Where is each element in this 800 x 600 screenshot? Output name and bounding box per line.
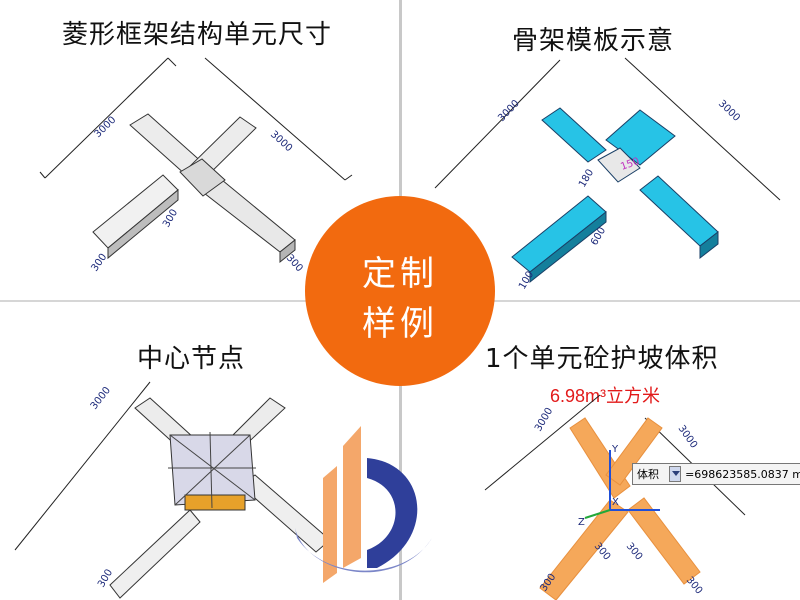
property-field: 体积 [637, 468, 659, 481]
skeleton-dim-3000-left: 3000 [496, 98, 522, 124]
unit-dim-300-right: 300 [684, 575, 705, 597]
skeleton-template-diagram: 3000 3000 600 180 100 150 [434, 57, 781, 292]
title-unit-volume: 1个单元砼护坡体积 [485, 344, 719, 374]
node-dimension-lines [14, 381, 151, 551]
unit-dim-3000-left: 3000 [533, 406, 555, 434]
node-frame [109, 397, 331, 599]
axis-y-label: Y [611, 444, 619, 455]
axis-x-label: X [612, 497, 619, 508]
volume-value: 6.98m³立方米 [550, 386, 661, 406]
property-value: =698623585.0837 m [685, 467, 800, 481]
property-readout: 体积 =698623585.0837 m [632, 463, 800, 485]
custom-sample-badge: 定制 样例 [305, 196, 495, 386]
badge-line-1: 定制 [362, 254, 438, 294]
unit-dim-3000-right: 3000 [676, 423, 700, 450]
frame-dimensions-diagram: 3000 3000 300 300 300 [39, 57, 353, 275]
dimension-lines [39, 57, 353, 181]
slope-cross [539, 417, 701, 600]
unit-volume-diagram: Y X Z 3000 3000 300 300 300 300 [484, 394, 746, 600]
dim-300-right: 300 [284, 253, 305, 275]
skeleton-dim-180: 180 [577, 167, 596, 189]
node-grid [168, 431, 256, 509]
dim-300-left: 300 [89, 252, 109, 274]
title-frame-dimensions: 菱形框架结构单元尺寸 [62, 20, 333, 50]
center-node-diagram: 3000 300 [14, 381, 331, 599]
property-dropdown-icon[interactable] [669, 466, 682, 482]
unit-dim-300-center-b: 300 [624, 541, 645, 563]
skeleton-dim-3000-right: 3000 [716, 98, 742, 124]
company-logo [295, 426, 432, 583]
node-dim-3000: 3000 [89, 385, 113, 412]
title-skeleton-template: 骨架模板示意 [512, 26, 675, 56]
title-center-node: 中心节点 [137, 344, 246, 374]
ucs-axes: Y X Z [578, 444, 660, 528]
dim-3000-left: 3000 [92, 115, 118, 141]
axis-z-label: Z [578, 517, 585, 528]
badge-line-2: 样例 [362, 304, 438, 344]
cross-frame [92, 113, 296, 264]
skeleton-dimension-lines [434, 57, 781, 201]
skeleton-modules [511, 107, 719, 284]
